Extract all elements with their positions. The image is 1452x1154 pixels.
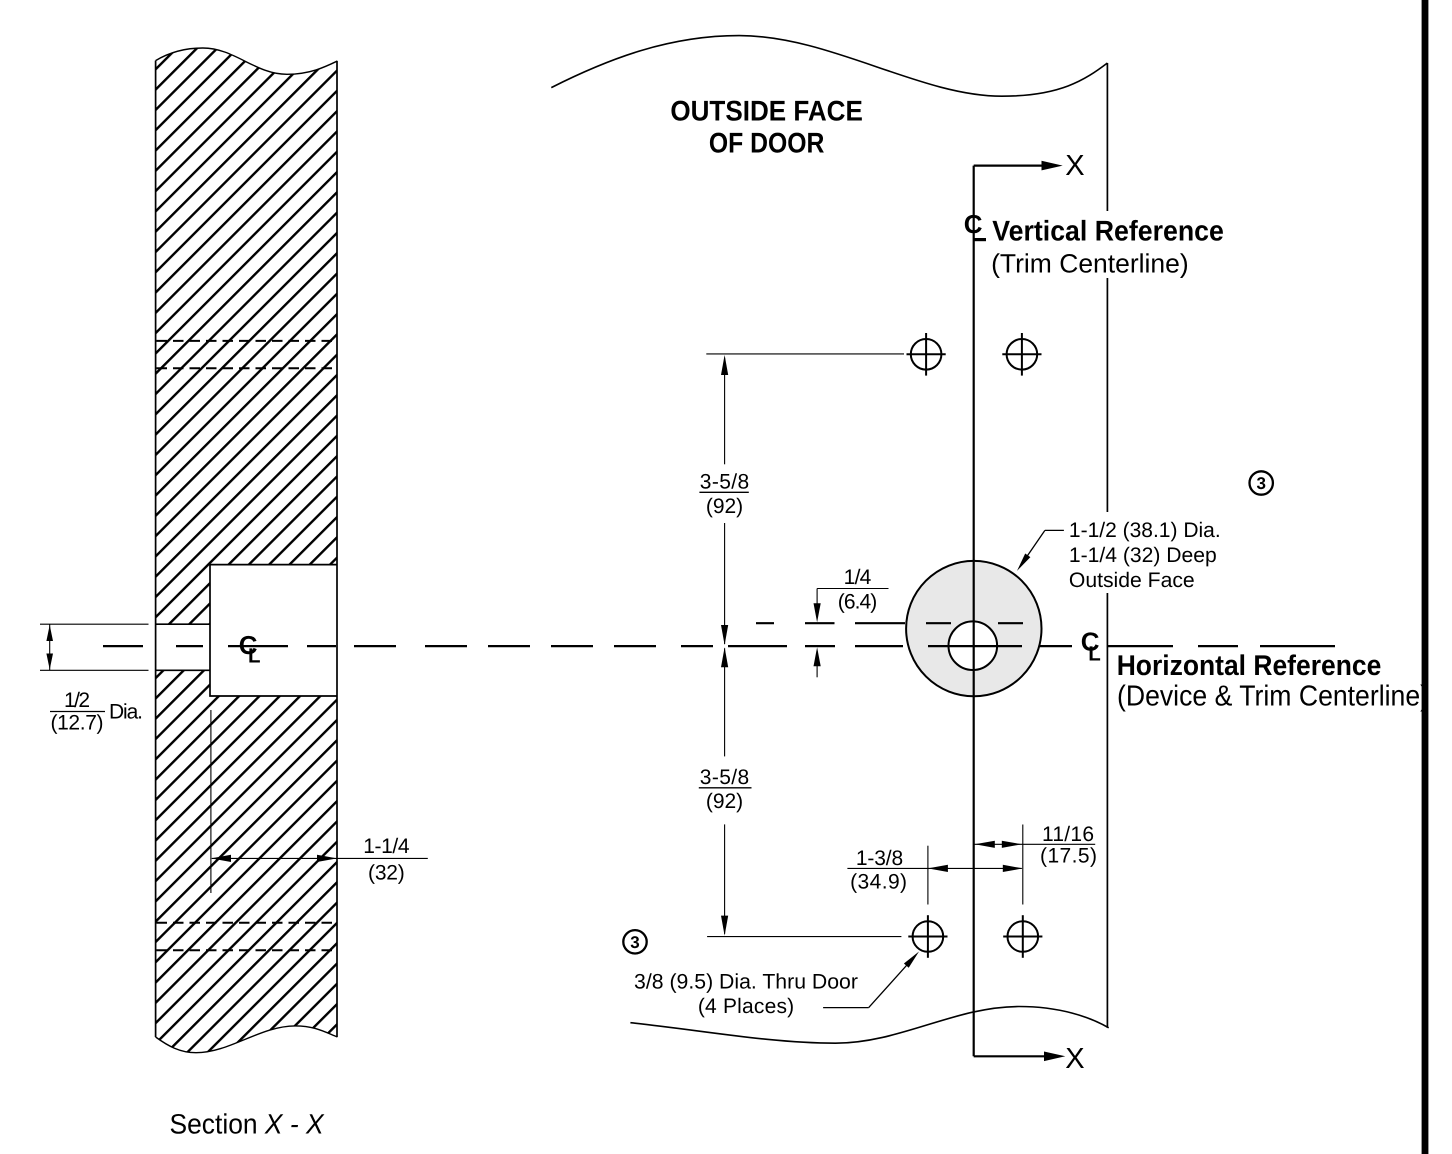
svg-text:11/16: 11/16 [1042,823,1094,846]
svg-text:(12.7): (12.7) [51,712,104,735]
svg-text:Outside Face: Outside Face [1069,569,1195,592]
svg-text:3-5/8: 3-5/8 [700,471,749,494]
svg-text:1-1/2 (38.1) Dia.: 1-1/2 (38.1) Dia. [1069,519,1221,542]
svg-text:(92): (92) [706,790,743,813]
svg-text:(Device & Trim Centerline): (Device & Trim Centerline) [1117,681,1429,713]
svg-text:1/2: 1/2 [64,689,90,712]
svg-text:Section X - X: Section X - X [170,1108,325,1139]
svg-text:(17.5): (17.5) [1040,845,1097,868]
svg-text:3-5/8: 3-5/8 [700,766,749,789]
svg-text:Vertical Reference: Vertical Reference [992,216,1224,248]
svg-text:OUTSIDE FACE: OUTSIDE FACE [670,95,863,127]
svg-text:1/4: 1/4 [844,566,872,589]
svg-text:(Trim Centerline): (Trim Centerline) [991,248,1189,278]
svg-text:(6.4): (6.4) [838,591,878,614]
svg-text:OF DOOR: OF DOOR [709,128,825,160]
svg-text:(92): (92) [706,495,743,518]
svg-text:3/8 (9.5) Dia. Thru Door: 3/8 (9.5) Dia. Thru Door [634,971,858,994]
svg-text:3: 3 [1256,474,1265,493]
svg-text:C: C [1081,627,1100,657]
svg-text:L: L [1088,643,1101,666]
svg-text:(4 Places): (4 Places) [698,995,794,1018]
svg-text:1-1/4 (32) Deep: 1-1/4 (32) Deep [1069,544,1217,567]
svg-text:X: X [1065,1043,1084,1075]
svg-text:Horizontal Reference: Horizontal Reference [1117,650,1382,682]
svg-text:1-3/8: 1-3/8 [856,847,903,870]
svg-text:L: L [248,645,261,668]
svg-text:Dia.: Dia. [109,701,143,724]
svg-text:(32): (32) [368,862,405,885]
svg-text:C: C [239,630,258,660]
svg-text:X: X [1065,150,1084,182]
svg-text:3: 3 [630,933,639,952]
svg-text:1-1/4: 1-1/4 [363,835,410,858]
svg-text:C: C [964,209,983,239]
svg-text:(34.9): (34.9) [850,871,907,894]
